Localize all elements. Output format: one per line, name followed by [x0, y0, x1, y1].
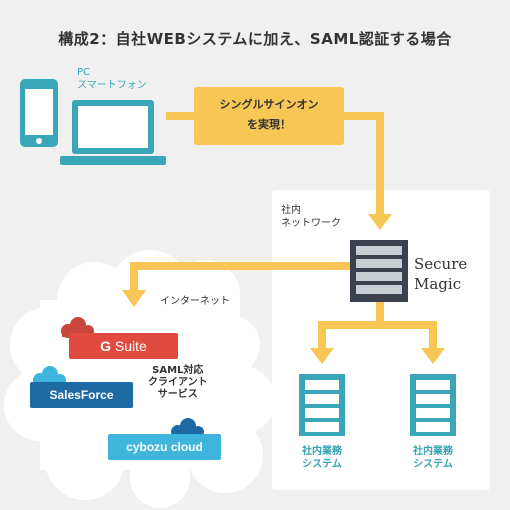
securemagic-label: Secure Magic	[414, 254, 467, 294]
arrow-server-internet	[130, 262, 352, 295]
arrow-server-system2	[380, 321, 437, 352]
system-label-2: 社内業務 システム	[403, 445, 463, 471]
arrow-devices	[166, 112, 196, 120]
laptop-icon	[60, 100, 166, 165]
cybozu-logo: cybozu cloud	[108, 434, 221, 460]
devices-label-line1: PC	[77, 67, 91, 78]
system2-line1: 社内業務	[413, 446, 453, 457]
callout-line1: シングルサインオン	[219, 98, 319, 111]
arrow-callout-server	[344, 112, 384, 220]
saml-line1: SAML対応	[152, 365, 204, 376]
internal-network-label: 社内 ネットワーク	[281, 204, 341, 230]
internet-cloud	[4, 250, 275, 508]
saml-line3: サービス	[157, 389, 198, 400]
server-icon	[350, 240, 408, 302]
gsuite-name: Suite	[114, 338, 147, 354]
system-rack-icon	[410, 374, 456, 436]
sso-callout: シングルサインオン を実現！	[194, 87, 344, 145]
network-label-line1: 社内	[281, 205, 301, 216]
brand-line2: Magic	[414, 275, 462, 293]
internet-label: インターネット	[160, 296, 230, 307]
callout-line2: を実現！	[247, 118, 291, 131]
system-label-1: 社内業務 システム	[292, 445, 352, 471]
saml-services-label: SAML対応 クライアント サービス	[148, 365, 208, 401]
devices-label-line2: スマートフォン	[77, 80, 147, 91]
gsuite-logo: G Suite	[69, 333, 178, 359]
salesforce-logo: SalesForce	[30, 382, 133, 408]
system1-line2: システム	[302, 459, 342, 470]
brand-line1: Secure	[414, 255, 468, 273]
system1-line1: 社内業務	[302, 446, 342, 457]
smartphone-icon	[20, 79, 58, 147]
devices-label: PC スマートフォン	[77, 66, 147, 92]
system2-line2: システム	[413, 459, 453, 470]
arrow-server-system1	[318, 300, 384, 352]
system-rack-icon	[299, 374, 345, 436]
page-title: 構成2：自社WEBシステムに加え、SAML認証する場合	[58, 30, 452, 48]
gsuite-g: G	[100, 338, 112, 354]
network-label-line2: ネットワーク	[281, 218, 341, 229]
saml-line2: クライアント	[148, 377, 208, 388]
